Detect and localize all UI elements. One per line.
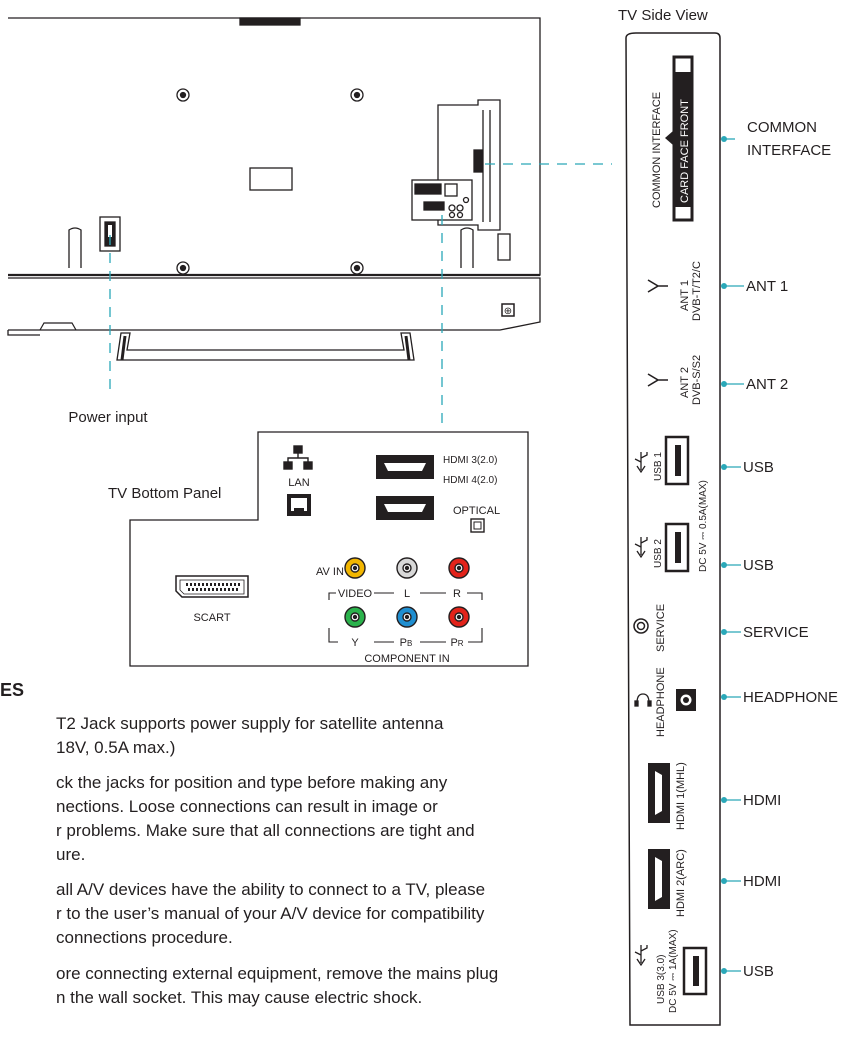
usb-power-label: DC 5V ⎓ 0.5A(MAX) xyxy=(698,480,709,572)
av-group-lines xyxy=(328,592,483,643)
note-line: r to the user’s manual of your A/V devic… xyxy=(56,904,485,923)
hdmi4-label: HDMI 4(2.0) xyxy=(443,475,497,486)
usb2-label: USB 2 xyxy=(653,539,664,568)
hdmi2-label: HDMI 2(ARC) xyxy=(675,849,687,917)
ant1-label-2: DVB-T/T2/C xyxy=(691,261,703,321)
ant2-label-1: ANT 2 xyxy=(679,367,691,398)
side-view-panel: COMMON INTERFACE CARD FACE FRONT ANT 1 D… xyxy=(625,32,721,1026)
service-label: SERVICE xyxy=(655,604,667,652)
usb1-port xyxy=(664,435,690,486)
optical-label: OPTICAL xyxy=(453,505,500,517)
power-socket-icon xyxy=(99,216,121,252)
hdmi1-label: HDMI 1(MHL) xyxy=(675,762,687,830)
rca-jacks xyxy=(344,557,470,628)
note-line: nections. Loose connections can result i… xyxy=(56,797,438,816)
callout-service: SERVICE xyxy=(743,624,809,641)
callout-common-interface-1: COMMON xyxy=(747,119,817,136)
callout-labels: COMMON INTERFACE ANT 1 ANT 2 USB USB SER… xyxy=(743,119,838,980)
notes-heading: ES xyxy=(0,680,25,700)
ci-label-2: CARD FACE FRONT xyxy=(679,99,691,203)
pb-label: PB xyxy=(400,637,413,649)
y-label: Y xyxy=(351,637,359,649)
ci-label-1: COMMON INTERFACE xyxy=(651,92,663,208)
usb3-label: USB 3(3.0) xyxy=(656,955,667,1004)
callout-usb-a: USB xyxy=(743,459,774,476)
note-line: ure. xyxy=(56,845,86,864)
side-view-title: TV Side View xyxy=(618,7,708,24)
r-label: R xyxy=(453,588,461,600)
ant2-label-2: DVB-S/S2 xyxy=(691,355,703,405)
callout-ant2: ANT 2 xyxy=(746,376,788,393)
bottom-panel-title: TV Bottom Panel xyxy=(108,485,221,502)
power-input-label: Power input xyxy=(68,409,148,426)
headphone-jack xyxy=(676,689,696,711)
note-line: ore connecting external equipment, remov… xyxy=(56,964,499,983)
lan-label: LAN xyxy=(288,477,309,489)
callout-usb-c: USB xyxy=(743,963,774,980)
component-in-label: COMPONENT IN xyxy=(364,653,449,665)
usb3-port xyxy=(682,946,708,996)
note-line: connections procedure. xyxy=(56,928,233,947)
scart-label: SCART xyxy=(193,612,230,624)
callout-usb-b: USB xyxy=(743,557,774,574)
usb2-port xyxy=(664,522,690,573)
callout-hdmi-b: HDMI xyxy=(743,873,781,890)
callout-ant1: ANT 1 xyxy=(746,278,788,295)
callout-headphone: HEADPHONE xyxy=(743,689,838,706)
hdmi-port-icon xyxy=(376,455,434,520)
note-line: n the wall socket. This may cause electr… xyxy=(56,988,423,1007)
network-icon xyxy=(283,445,313,470)
leader-lines xyxy=(109,163,612,430)
tv-back-view: ⊕ xyxy=(7,17,541,361)
callout-hdmi-a: HDMI xyxy=(743,792,781,809)
hdmi2-port xyxy=(648,849,670,909)
note-line: all A/V devices have the ability to conn… xyxy=(56,880,486,899)
scart-port-icon xyxy=(175,575,249,598)
l-label: L xyxy=(404,588,410,600)
note-line: 18V, 0.5A max.) xyxy=(56,738,176,757)
lan-port xyxy=(287,494,311,516)
ant1-label-1: ANT 1 xyxy=(679,280,691,311)
hdmi3-label: HDMI 3(2.0) xyxy=(443,455,497,466)
usb-icon xyxy=(634,452,648,967)
service-port-icon xyxy=(633,618,649,634)
hdmi1-port xyxy=(648,763,670,823)
antenna-icon xyxy=(647,279,668,387)
note-line: T2 Jack supports power supply for satell… xyxy=(56,714,444,733)
headphone-label: HEADPHONE xyxy=(655,667,667,737)
pr-label: PR xyxy=(450,637,463,649)
usb3-power-label: DC 5V ⎓ 1A(MAX) xyxy=(668,929,679,1013)
av-in-label: AV IN xyxy=(316,566,344,578)
callouts xyxy=(721,136,744,974)
callout-common-interface-2: INTERFACE xyxy=(747,142,831,159)
bottom-port-cluster-icon xyxy=(411,179,473,221)
usb1-label: USB 1 xyxy=(653,452,664,481)
svg-text:⊕: ⊕ xyxy=(504,306,512,317)
mount-hole-icon xyxy=(176,88,364,275)
optical-port xyxy=(470,518,485,533)
note-line: r problems. Make sure that all connectio… xyxy=(56,821,475,840)
note-line: ck the jacks for position and type befor… xyxy=(56,773,448,792)
bottom-panel: TV Bottom Panel LAN HDMI 3(2.0) HDMI 4(2… xyxy=(108,431,529,667)
headphone-icon xyxy=(634,693,652,707)
video-label: VIDEO xyxy=(338,588,373,600)
